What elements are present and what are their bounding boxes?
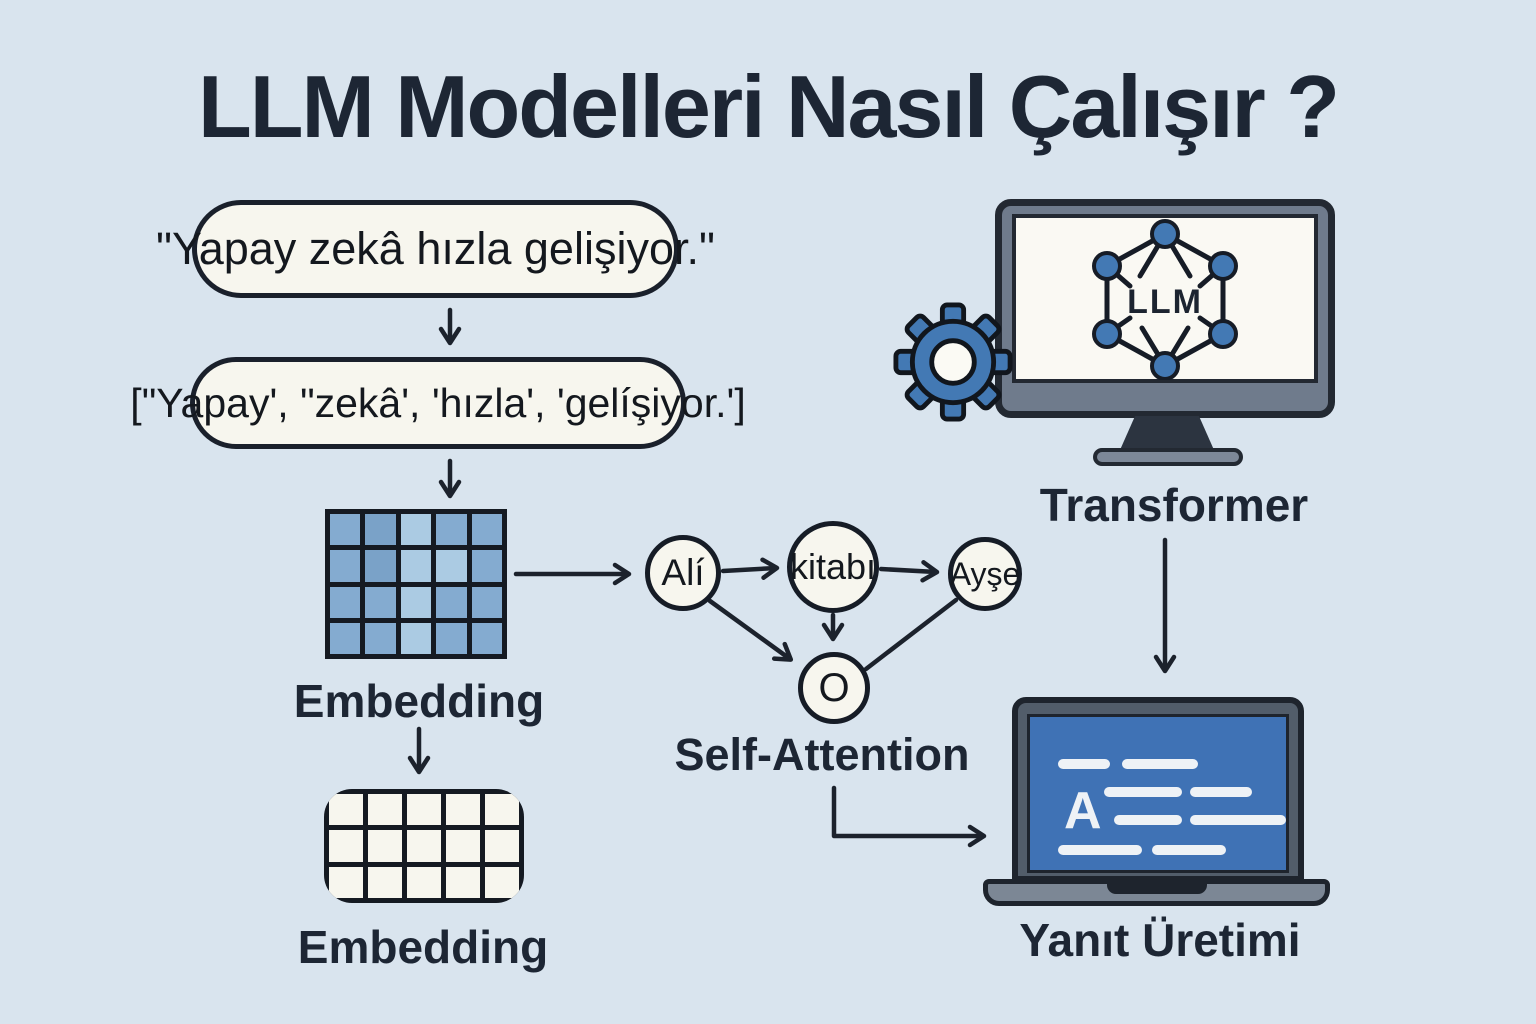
laptop-notch	[1106, 884, 1207, 894]
matrix-cell	[368, 866, 402, 898]
matrix-cell	[330, 550, 361, 582]
response-label: Yanıt Üretimi	[1019, 914, 1301, 966]
input-sentence-text: "Yapay zekâ hızla gelişiyor."	[156, 223, 715, 274]
matrix-cell	[436, 622, 467, 654]
matrix-cell	[329, 866, 363, 898]
screen-letter: A	[1064, 782, 1102, 840]
edge-ayse-to-output-node	[863, 597, 959, 672]
page-title: LLM Modelleri Nasıl Çalışır ?	[197, 57, 1340, 156]
matrix-cell	[368, 830, 402, 862]
token-list-text: ["Yapay', "zekâ', 'hızla', 'gelíşiyor.']	[130, 379, 746, 426]
token-list-bubble: ["Yapay', "zekâ', 'hızla', 'gelíşiyor.']	[130, 357, 746, 449]
monitor-screen: LLM	[1012, 214, 1318, 383]
matrix-cell	[400, 514, 432, 546]
matrix-cell	[365, 514, 396, 546]
input-sentence-bubble: "Yapay zekâ hızla gelişiyor."	[156, 200, 715, 298]
matrix-cell	[436, 514, 467, 546]
node-label: O	[818, 665, 850, 710]
llm-chip-text: LLM	[1127, 283, 1203, 321]
matrix-cell	[365, 550, 396, 582]
arrow-attention-to-laptop	[831, 785, 987, 848]
matrix-cell	[400, 586, 432, 618]
monitor-stand	[1120, 416, 1214, 450]
matrix-cell	[407, 830, 441, 862]
node-label: Alí	[661, 552, 705, 593]
text-line	[1058, 759, 1110, 769]
matrix-cell	[330, 586, 361, 618]
text-line	[1122, 759, 1198, 769]
node-label: Ayşe	[949, 555, 1021, 592]
matrix-cell	[471, 622, 502, 654]
matrix-cell	[400, 622, 432, 654]
matrix-cell	[436, 550, 467, 582]
text-line	[1058, 845, 1142, 855]
output-matrix	[324, 789, 524, 903]
embedding-label: Embedding	[293, 675, 545, 727]
matrix-cell	[329, 830, 363, 862]
matrix-cell	[436, 586, 467, 618]
matrix-cell	[446, 830, 480, 862]
transformer-label: Transformer	[1039, 479, 1309, 531]
self-attention-label: Self-Attention	[674, 729, 970, 780]
matrix-cell	[329, 794, 363, 826]
matrix-cell	[446, 866, 480, 898]
matrix-cell	[471, 586, 502, 618]
matrix-cell	[471, 550, 502, 582]
matrix-cell	[400, 550, 432, 582]
laptop-icon: A	[1012, 697, 1304, 882]
matrix-cell	[365, 586, 396, 618]
embedding-matrix	[325, 509, 507, 659]
matrix-cell	[485, 866, 519, 898]
gear-icon	[893, 302, 1013, 422]
matrix-cell	[471, 514, 502, 546]
attention-node-kitabi: kitabı	[787, 521, 879, 613]
text-line	[1190, 787, 1252, 797]
matrix-cell	[407, 794, 441, 826]
matrix-cell	[485, 830, 519, 862]
matrix-cell	[330, 622, 361, 654]
matrix-cell	[485, 794, 519, 826]
llm-network-icon: LLM	[1092, 218, 1238, 380]
laptop-base	[983, 879, 1330, 906]
text-line	[1104, 787, 1182, 797]
text-line	[1114, 815, 1182, 825]
text-line	[1190, 815, 1286, 825]
attention-node-ayse: Ayşe	[948, 537, 1022, 611]
matrix-cell	[446, 794, 480, 826]
text-line	[1152, 845, 1226, 855]
monitor-icon: LLM	[995, 199, 1335, 418]
matrix-cell	[330, 514, 361, 546]
output-embedding-label: Embedding	[297, 921, 549, 973]
matrix-cell	[368, 794, 402, 826]
matrix-cell	[365, 622, 396, 654]
arrow-ali-to-kitabi	[720, 557, 780, 580]
attention-node-output: O	[798, 652, 870, 724]
arrow-ali-to-output-node	[707, 598, 794, 662]
arrow-kitabi-to-ayse	[878, 560, 940, 583]
monitor-base	[1093, 448, 1243, 466]
laptop-screen-content: A	[1027, 714, 1289, 873]
node-label: kitabı	[789, 546, 877, 587]
attention-node-ali: Alí	[645, 535, 721, 611]
matrix-cell	[407, 866, 441, 898]
